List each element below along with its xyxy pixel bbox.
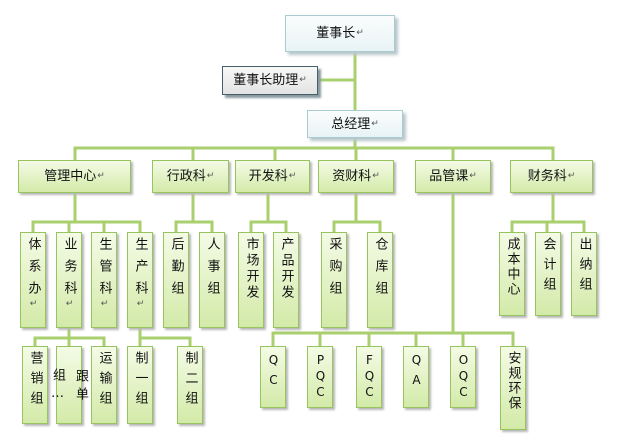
dept-label: 行政科 xyxy=(166,169,206,184)
dept-admin: 行政科↵ xyxy=(152,160,229,193)
unit-label: 市场开发 xyxy=(243,237,259,301)
unit-label: 仓库组 xyxy=(372,237,388,303)
unit-label: 运输组 xyxy=(96,351,112,411)
subunit-followup: 跟单组… xyxy=(50,346,88,424)
paragraph-mark-icon: ↵ xyxy=(356,28,364,38)
unit-label: 体系办 xyxy=(25,237,41,303)
paragraph-mark-icon: ↵ xyxy=(567,171,576,181)
unit-system-office: 体系办↵ xyxy=(20,232,46,328)
unit-qa: QA xyxy=(403,346,429,408)
unit-label: 安规环保 xyxy=(505,351,521,411)
unit-label: 生管科 xyxy=(96,237,112,303)
unit-label: 跟单组… xyxy=(50,368,88,406)
dept-quality: 品管课↵ xyxy=(415,160,491,193)
paragraph-mark-icon: ↵ xyxy=(100,299,109,309)
dept-label: 资财科 xyxy=(332,169,372,184)
general-manager-label: 总经理 xyxy=(331,116,371,132)
unit-label: 采购组 xyxy=(326,237,342,303)
unit-label: 产品开发 xyxy=(278,237,294,301)
paragraph-mark-icon: ↵ xyxy=(136,299,145,309)
unit-purchasing: 采购组 xyxy=(321,232,347,328)
dept-label: 财务科 xyxy=(527,169,567,184)
unit-business: 业务科↵ xyxy=(56,232,82,328)
dept-label: 品管课 xyxy=(429,169,469,184)
subunit-make-one: 制一组 xyxy=(127,346,153,424)
unit-label: 生产科 xyxy=(132,237,148,303)
unit-label: 制二组 xyxy=(182,351,198,411)
unit-pqc: PQC xyxy=(307,346,333,408)
unit-label: PQC xyxy=(313,353,328,401)
paragraph-mark-icon: ↵ xyxy=(371,118,379,129)
unit-production-mgmt: 生管科↵ xyxy=(91,232,117,328)
unit-label: 会计组 xyxy=(540,237,556,297)
subunit-make-two: 制二组 xyxy=(177,346,203,424)
unit-logistics: 后勤组 xyxy=(163,232,189,328)
unit-label: 出纳组 xyxy=(576,237,592,297)
dept-finance-materials: 资财科↵ xyxy=(318,160,394,193)
paragraph-mark-icon: ↵ xyxy=(288,171,297,181)
dept-finance: 财务科↵ xyxy=(510,160,593,193)
paragraph-mark-icon: ↵ xyxy=(206,171,215,181)
unit-hr: 人事组 xyxy=(199,232,225,328)
subunit-sales: 营销组 xyxy=(22,346,48,424)
paragraph-mark-icon: ↵ xyxy=(97,171,105,181)
unit-accounting: 会计组 xyxy=(535,232,561,316)
dept-label: 开发科 xyxy=(248,169,288,184)
unit-fqc: FQC xyxy=(356,346,382,408)
paragraph-mark-icon: ↵ xyxy=(299,75,307,85)
chairman-box: 董事长↵ xyxy=(285,15,395,52)
unit-product-dev: 产品开发 xyxy=(273,232,299,328)
unit-oqc: OQC xyxy=(450,346,476,408)
unit-qc: QC xyxy=(260,346,286,408)
unit-production: 生产科↵ xyxy=(127,232,153,328)
general-manager-box: 总经理↵ xyxy=(307,110,403,138)
unit-label: QA xyxy=(409,353,424,393)
unit-label: OQC xyxy=(456,353,471,401)
unit-warehouse: 仓库组 xyxy=(367,232,393,328)
unit-label: QC xyxy=(266,353,281,393)
unit-label: 成本中心 xyxy=(504,237,520,297)
chairman-label: 董事长 xyxy=(316,26,356,41)
assistant-box: 董事长助理↵ xyxy=(222,66,318,95)
dept-development: 开发科↵ xyxy=(235,160,310,193)
dept-label: 管理中心 xyxy=(44,169,97,184)
unit-cost-center: 成本中心 xyxy=(499,232,525,316)
paragraph-mark-icon: ↵ xyxy=(372,171,380,181)
subunit-transport: 运输组 xyxy=(91,346,117,424)
paragraph-mark-icon: ↵ xyxy=(29,299,38,309)
dept-mgmt-center: 管理中心↵ xyxy=(18,160,131,193)
unit-label: 营销组 xyxy=(27,351,43,411)
paragraph-mark-icon: ↵ xyxy=(469,171,477,181)
unit-market-dev: 市场开发 xyxy=(238,232,264,328)
unit-label: 人事组 xyxy=(204,237,220,303)
unit-label: FQC xyxy=(362,353,377,401)
unit-label: 后勤组 xyxy=(168,237,184,303)
unit-label: 业务科 xyxy=(61,237,77,303)
paragraph-mark-icon: ↵ xyxy=(65,299,74,309)
unit-safety-env: 安规环保 xyxy=(500,346,526,430)
unit-label: 制一组 xyxy=(132,351,148,411)
assistant-label: 董事长助理 xyxy=(233,73,299,88)
unit-cashier: 出纳组 xyxy=(571,232,597,316)
